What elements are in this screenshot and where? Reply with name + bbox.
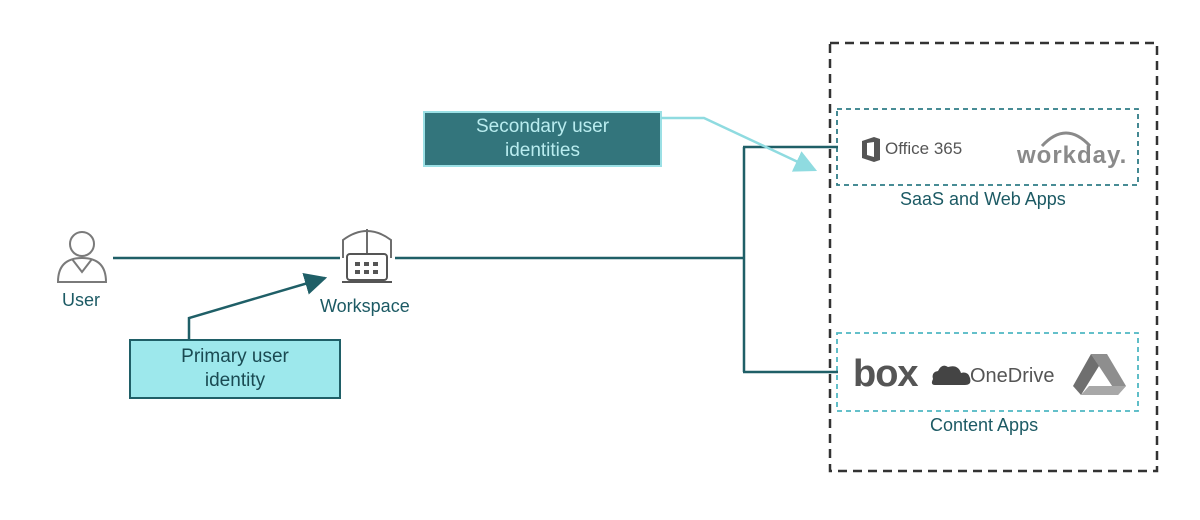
content-group-label: Content Apps [930,415,1039,435]
google-drive-icon [1073,354,1126,395]
secondary-identity-arrow [661,116,818,172]
cloud-icon [931,365,971,385]
workspace-icon [342,229,392,283]
user-icon [56,231,108,283]
office-icon [862,137,880,162]
box-logo: box [853,353,919,395]
workday-name: workday. [1017,142,1128,169]
workday-logo-arc [1040,131,1092,148]
onedrive-name: OneDrive [970,365,1055,387]
primary-identity-label: Primary user identity [181,346,289,391]
saas-group-label: SaaS and Web Apps [900,189,1066,209]
apps-container [828,41,1159,473]
secondary-identity-box [423,111,662,167]
office-365-name: Office 365 [885,139,963,158]
secondary-identity-label: Secondary user identities [475,116,610,161]
primary-identity-arrow [187,272,328,340]
user-label: User [62,290,101,310]
primary-identity-box [129,339,341,399]
workspace-label: Workspace [320,296,410,316]
